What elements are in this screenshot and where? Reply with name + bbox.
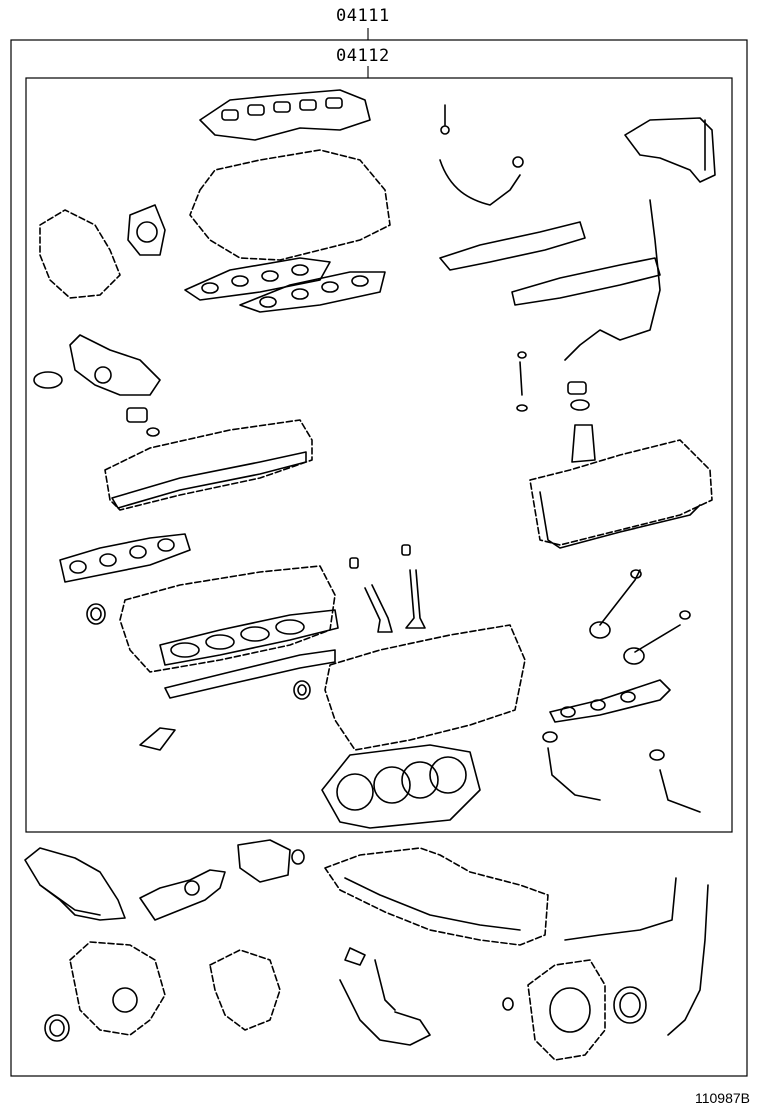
head-gasket-icon (159, 609, 339, 666)
exhaust-manifold-gasket-icon (549, 679, 671, 723)
oil-seal-icon (86, 603, 106, 625)
gasket-strip-icon (139, 727, 176, 751)
oil-pan-gasket-icon (324, 847, 549, 946)
exhaust-gasket-icon (239, 271, 386, 313)
outer-kit-frame (10, 39, 748, 1077)
cam-seal-icon (589, 569, 691, 665)
timing-cover-icon (44, 941, 166, 1042)
fuel-rail-gasket-icon (439, 221, 586, 271)
cylinder-head-cover-icon (324, 624, 526, 751)
valve-icon (349, 544, 426, 633)
water-outlet-icon (624, 117, 716, 183)
injector-seal-icon (516, 351, 528, 412)
exhaust-gasket-icon (184, 257, 331, 301)
plenum-gasket-icon (189, 149, 391, 261)
valve-cover-gasket-icon (104, 419, 313, 511)
oil-strainer-icon (339, 947, 431, 1046)
fuel-rail-gasket-icon (511, 257, 661, 306)
oil-seal-icon (293, 680, 311, 700)
valve-cover-gasket-icon (529, 381, 713, 549)
callout-04112: 04112 (336, 46, 390, 66)
dipstick-tube-icon (564, 877, 709, 1036)
cylinder-head-cover-icon (119, 565, 336, 673)
water-bypass-pipe-icon (542, 731, 701, 813)
callout-04111: 04111 (336, 6, 390, 26)
timing-cover-gasket-icon (24, 847, 126, 921)
rear-oil-seal-retainer-icon (502, 959, 647, 1061)
throttle-body-gasket-icon (39, 209, 121, 299)
exhaust-manifold-gasket-icon (59, 533, 191, 583)
water-pump-gasket-icon (139, 839, 305, 921)
inner-kit-frame (25, 77, 733, 833)
throttle-gasket-icon (127, 204, 166, 256)
oil-filter-bracket-gasket-icon (33, 334, 161, 437)
intake-port-gasket-icon (164, 649, 336, 699)
oil-pump-gasket-icon (209, 949, 281, 1031)
intake-manifold-gasket-icon (199, 89, 371, 141)
illustration-reference-number: 110987B (694, 1090, 750, 1106)
head-gasket-icon (321, 744, 481, 829)
pcv-pipe-icon (439, 104, 524, 206)
vacuum-hose-icon (564, 199, 661, 361)
